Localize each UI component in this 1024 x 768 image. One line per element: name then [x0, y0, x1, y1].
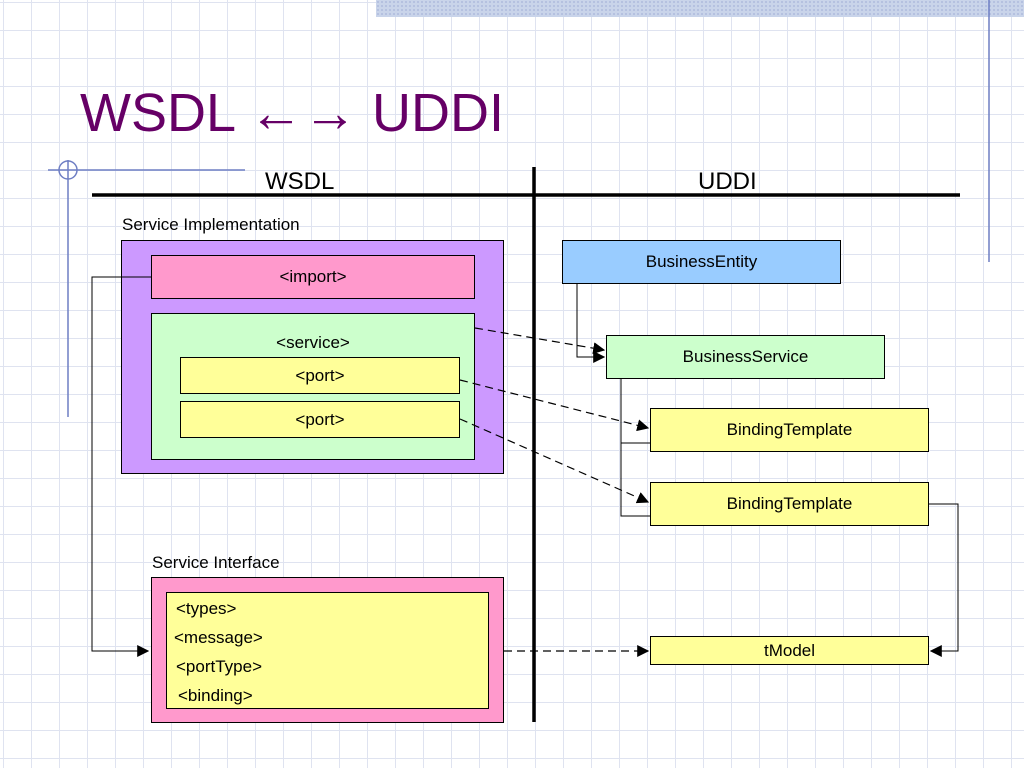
title-decoration-strip — [376, 0, 1024, 17]
port-2-mapping-arrow — [459, 418, 650, 504]
binding-template-box-1: BindingTemplate — [650, 408, 929, 452]
port-1-mapping-arrow — [459, 379, 650, 432]
service-interface-label: Service Interface — [152, 553, 280, 572]
entity-to-service-connector — [576, 284, 606, 363]
wsdl-column-header: WSDL — [265, 168, 335, 195]
message-item: <message> — [174, 628, 263, 647]
service-label: <service> — [276, 333, 350, 352]
binding-to-tmodel-connector — [929, 503, 959, 657]
import-box: <import> — [151, 255, 475, 299]
slide-title: WSDL ←→ UDDI — [80, 83, 505, 143]
service-mapping-arrow — [474, 327, 606, 355]
port-box-1: <port> — [180, 357, 460, 394]
business-entity-box: BusinessEntity — [562, 240, 841, 284]
accent-circle — [58, 160, 78, 180]
import-to-interface-connector — [91, 276, 151, 657]
porttype-item: <portType> — [176, 657, 263, 676]
port-box-2: <port> — [180, 401, 460, 438]
uddi-column-header: UDDI — [698, 168, 757, 195]
business-service-box: BusinessService — [606, 335, 885, 379]
types-item: <types> — [176, 599, 237, 618]
interface-definitions-box: <types> <message> <portType> <binding> — [166, 592, 489, 709]
service-implementation-label: Service Implementation — [122, 215, 300, 234]
tmodel-box: tModel — [650, 636, 929, 665]
binding-item: <binding> — [178, 686, 253, 705]
service-to-bindings-connector — [620, 379, 650, 517]
binding-template-box-2: BindingTemplate — [650, 482, 929, 526]
